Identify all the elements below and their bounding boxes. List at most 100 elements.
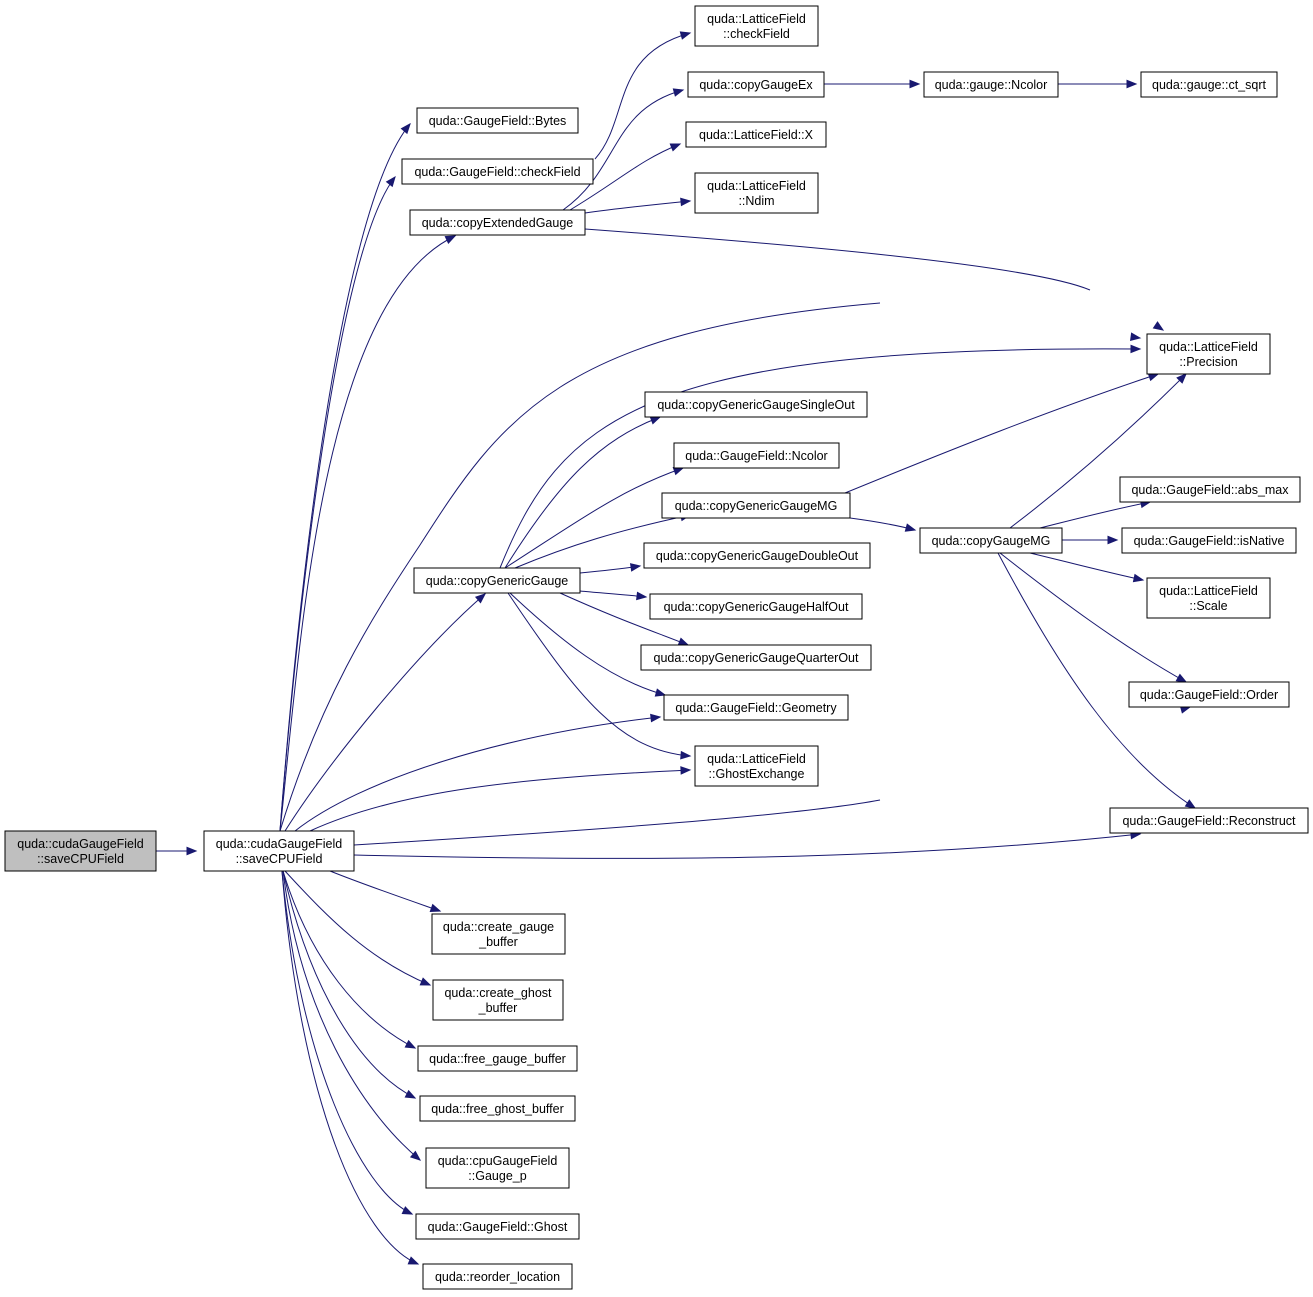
node-lf-scale[interactable]: quda::LatticeField::Scale	[1146, 577, 1271, 619]
node-label: quda::copyGenericGaugeHalfOut	[664, 600, 849, 614]
node-label: ::saveCPUField	[37, 852, 124, 866]
node-ctsqrt[interactable]: quda::gauge::ct_sqrt	[1140, 71, 1278, 98]
edge-n1-to-gf_ghost	[281, 870, 414, 1215]
edge-n1-to-gf_geom	[294, 713, 662, 832]
node-label: quda::copyGenericGaugeDoubleOut	[656, 549, 859, 563]
node-label: quda::copyGenericGaugeSingleOut	[657, 398, 855, 412]
node-box	[661, 492, 851, 519]
edge-cg_mg-to-gf_recon	[997, 552, 1197, 809]
edge-cgg-to-cgg_double	[579, 563, 642, 574]
node-box	[649, 593, 863, 620]
node-label: ::GhostExchange	[709, 767, 805, 781]
node-gf-check[interactable]: quda::GaugeField::checkField	[401, 158, 594, 185]
edge-cgg-to-gf_geom	[509, 592, 667, 697]
node-label: quda::GaugeField::abs_max	[1131, 483, 1289, 497]
node-label: quda::free_ghost_buffer	[431, 1102, 564, 1116]
node-box	[409, 209, 586, 236]
node-cg-mg[interactable]: quda::copyGaugeMG	[919, 527, 1063, 554]
node-reorder[interactable]: quda::reorder_location	[422, 1263, 573, 1290]
node-cr-ghost[interactable]: quda::create_ghost_buffer	[432, 979, 564, 1021]
node-box	[1109, 807, 1309, 834]
node-box	[643, 542, 871, 569]
node-label: quda::GaugeField::Bytes	[429, 114, 567, 128]
node-gf-ncolor[interactable]: quda::GaugeField::Ncolor	[673, 442, 840, 469]
node-label: quda::copyGaugeMG	[932, 534, 1051, 548]
node-box	[422, 1263, 573, 1290]
node-box	[431, 913, 566, 955]
edge-cpyExt-to-lf_ndim	[584, 197, 692, 214]
node-cgg-quarter[interactable]: quda::copyGenericGaugeQuarterOut	[640, 644, 872, 671]
node-label: quda::LatticeField	[1159, 340, 1258, 354]
node-box	[416, 107, 579, 134]
node-lf-prec[interactable]: quda::LatticeField::Precision	[1146, 333, 1271, 375]
node-box	[425, 1147, 570, 1189]
node-box	[417, 1045, 578, 1072]
edge-n1-to-cr_ghost	[284, 870, 432, 986]
node-label: quda::copyExtendedGauge	[422, 216, 574, 230]
node-cgg-single[interactable]: quda::copyGenericGaugeSingleOut	[644, 391, 868, 418]
node-gf-ghost[interactable]: quda::GaugeField::Ghost	[415, 1213, 580, 1240]
node-box	[923, 71, 1059, 98]
node-gf-geom[interactable]: quda::GaugeField::Geometry	[663, 694, 849, 721]
node-gf-order[interactable]: quda::GaugeField::Order	[1128, 681, 1290, 708]
node-box	[1128, 681, 1290, 708]
edge-cgg-to-lf_ghostex	[507, 592, 692, 760]
node-box	[1146, 333, 1271, 375]
node-box	[685, 121, 827, 148]
node-cgg-double[interactable]: quda::copyGenericGaugeDoubleOut	[643, 542, 871, 569]
node-box	[673, 442, 840, 469]
node-lf-check[interactable]: quda::LatticeField::checkField	[694, 5, 819, 47]
edge-cgg_mg-to-lf_prec	[844, 372, 1160, 494]
node-gf-absmax[interactable]: quda::GaugeField::abs_max	[1119, 476, 1301, 503]
node-label: ::Precision	[1179, 355, 1237, 369]
node-label: ::saveCPUField	[236, 852, 323, 866]
node-cpyExt[interactable]: quda::copyExtendedGauge	[409, 209, 586, 236]
edge-n1-to-gf_recon	[353, 830, 1142, 859]
node-label: quda::gauge::Ncolor	[935, 78, 1048, 92]
node-box	[432, 979, 564, 1021]
node-gf-native[interactable]: quda::GaugeField::isNative	[1121, 527, 1297, 554]
edge-n1-to-cpyExt	[279, 235, 457, 832]
node-cgg[interactable]: quda::copyGenericGauge	[413, 567, 581, 594]
node-box	[694, 5, 819, 47]
node-lf-x[interactable]: quda::LatticeField::X	[685, 121, 827, 148]
node-bytes[interactable]: quda::GaugeField::Bytes	[416, 107, 579, 134]
edge-cg_mg-to-lf_scale	[1029, 552, 1145, 583]
node-label: quda::free_gauge_buffer	[429, 1052, 566, 1066]
node-lf-ghostex[interactable]: quda::LatticeField::GhostExchange	[694, 745, 819, 787]
node-cpu-gp[interactable]: quda::cpuGaugeField::Gauge_p	[425, 1147, 570, 1189]
node-cgg-mg[interactable]: quda::copyGenericGaugeMG	[661, 492, 851, 519]
node-label: quda::reorder_location	[435, 1270, 560, 1284]
edge-n1-to-cr_gauge	[329, 870, 442, 912]
node-label: ::Ndim	[738, 194, 774, 208]
edge-gf_check-to-lf_check	[594, 31, 692, 160]
node-box	[694, 172, 819, 214]
node-label: quda::LatticeField	[1159, 584, 1258, 598]
node-lf-ndim[interactable]: quda::LatticeField::Ndim	[694, 172, 819, 214]
node-g-ncolor[interactable]: quda::gauge::Ncolor	[923, 71, 1059, 98]
node-label: quda::LatticeField	[707, 179, 806, 193]
node-gf-recon[interactable]: quda::GaugeField::Reconstruct	[1109, 807, 1309, 834]
node-fr-gauge[interactable]: quda::free_gauge_buffer	[417, 1045, 578, 1072]
node-box	[4, 830, 157, 872]
node-box	[1119, 476, 1301, 503]
edge-cpyEx-to-g_ncolor	[824, 79, 921, 89]
node-box	[401, 158, 594, 185]
node-label: quda::GaugeField::Ncolor	[685, 449, 827, 463]
node-box	[1146, 577, 1271, 619]
node-label: quda::GaugeField::Reconstruct	[1122, 814, 1296, 828]
node-cgg-half[interactable]: quda::copyGenericGaugeHalfOut	[649, 593, 863, 620]
node-cpyEx[interactable]: quda::copyGaugeEx	[687, 71, 825, 98]
node-cr-gauge[interactable]: quda::create_gauge_buffer	[431, 913, 566, 955]
node-layer: quda::cudaGaugeField::saveCPUFieldquda::…	[4, 5, 1309, 1290]
edge-cpyExt-to-lf_x	[569, 143, 682, 211]
edge-cg_mg-to-gf_native	[1062, 535, 1119, 545]
node-n1[interactable]: quda::cudaGaugeField::saveCPUField	[203, 830, 355, 872]
node-label: quda::GaugeField::Geometry	[675, 701, 837, 715]
edge-layer	[156, 31, 1197, 1265]
edge-cpyExt-to-cpyEx	[562, 88, 685, 211]
node-fr-ghost[interactable]: quda::free_ghost_buffer	[419, 1095, 576, 1122]
node-box	[1140, 71, 1278, 98]
node-n0[interactable]: quda::cudaGaugeField::saveCPUField	[4, 830, 157, 872]
